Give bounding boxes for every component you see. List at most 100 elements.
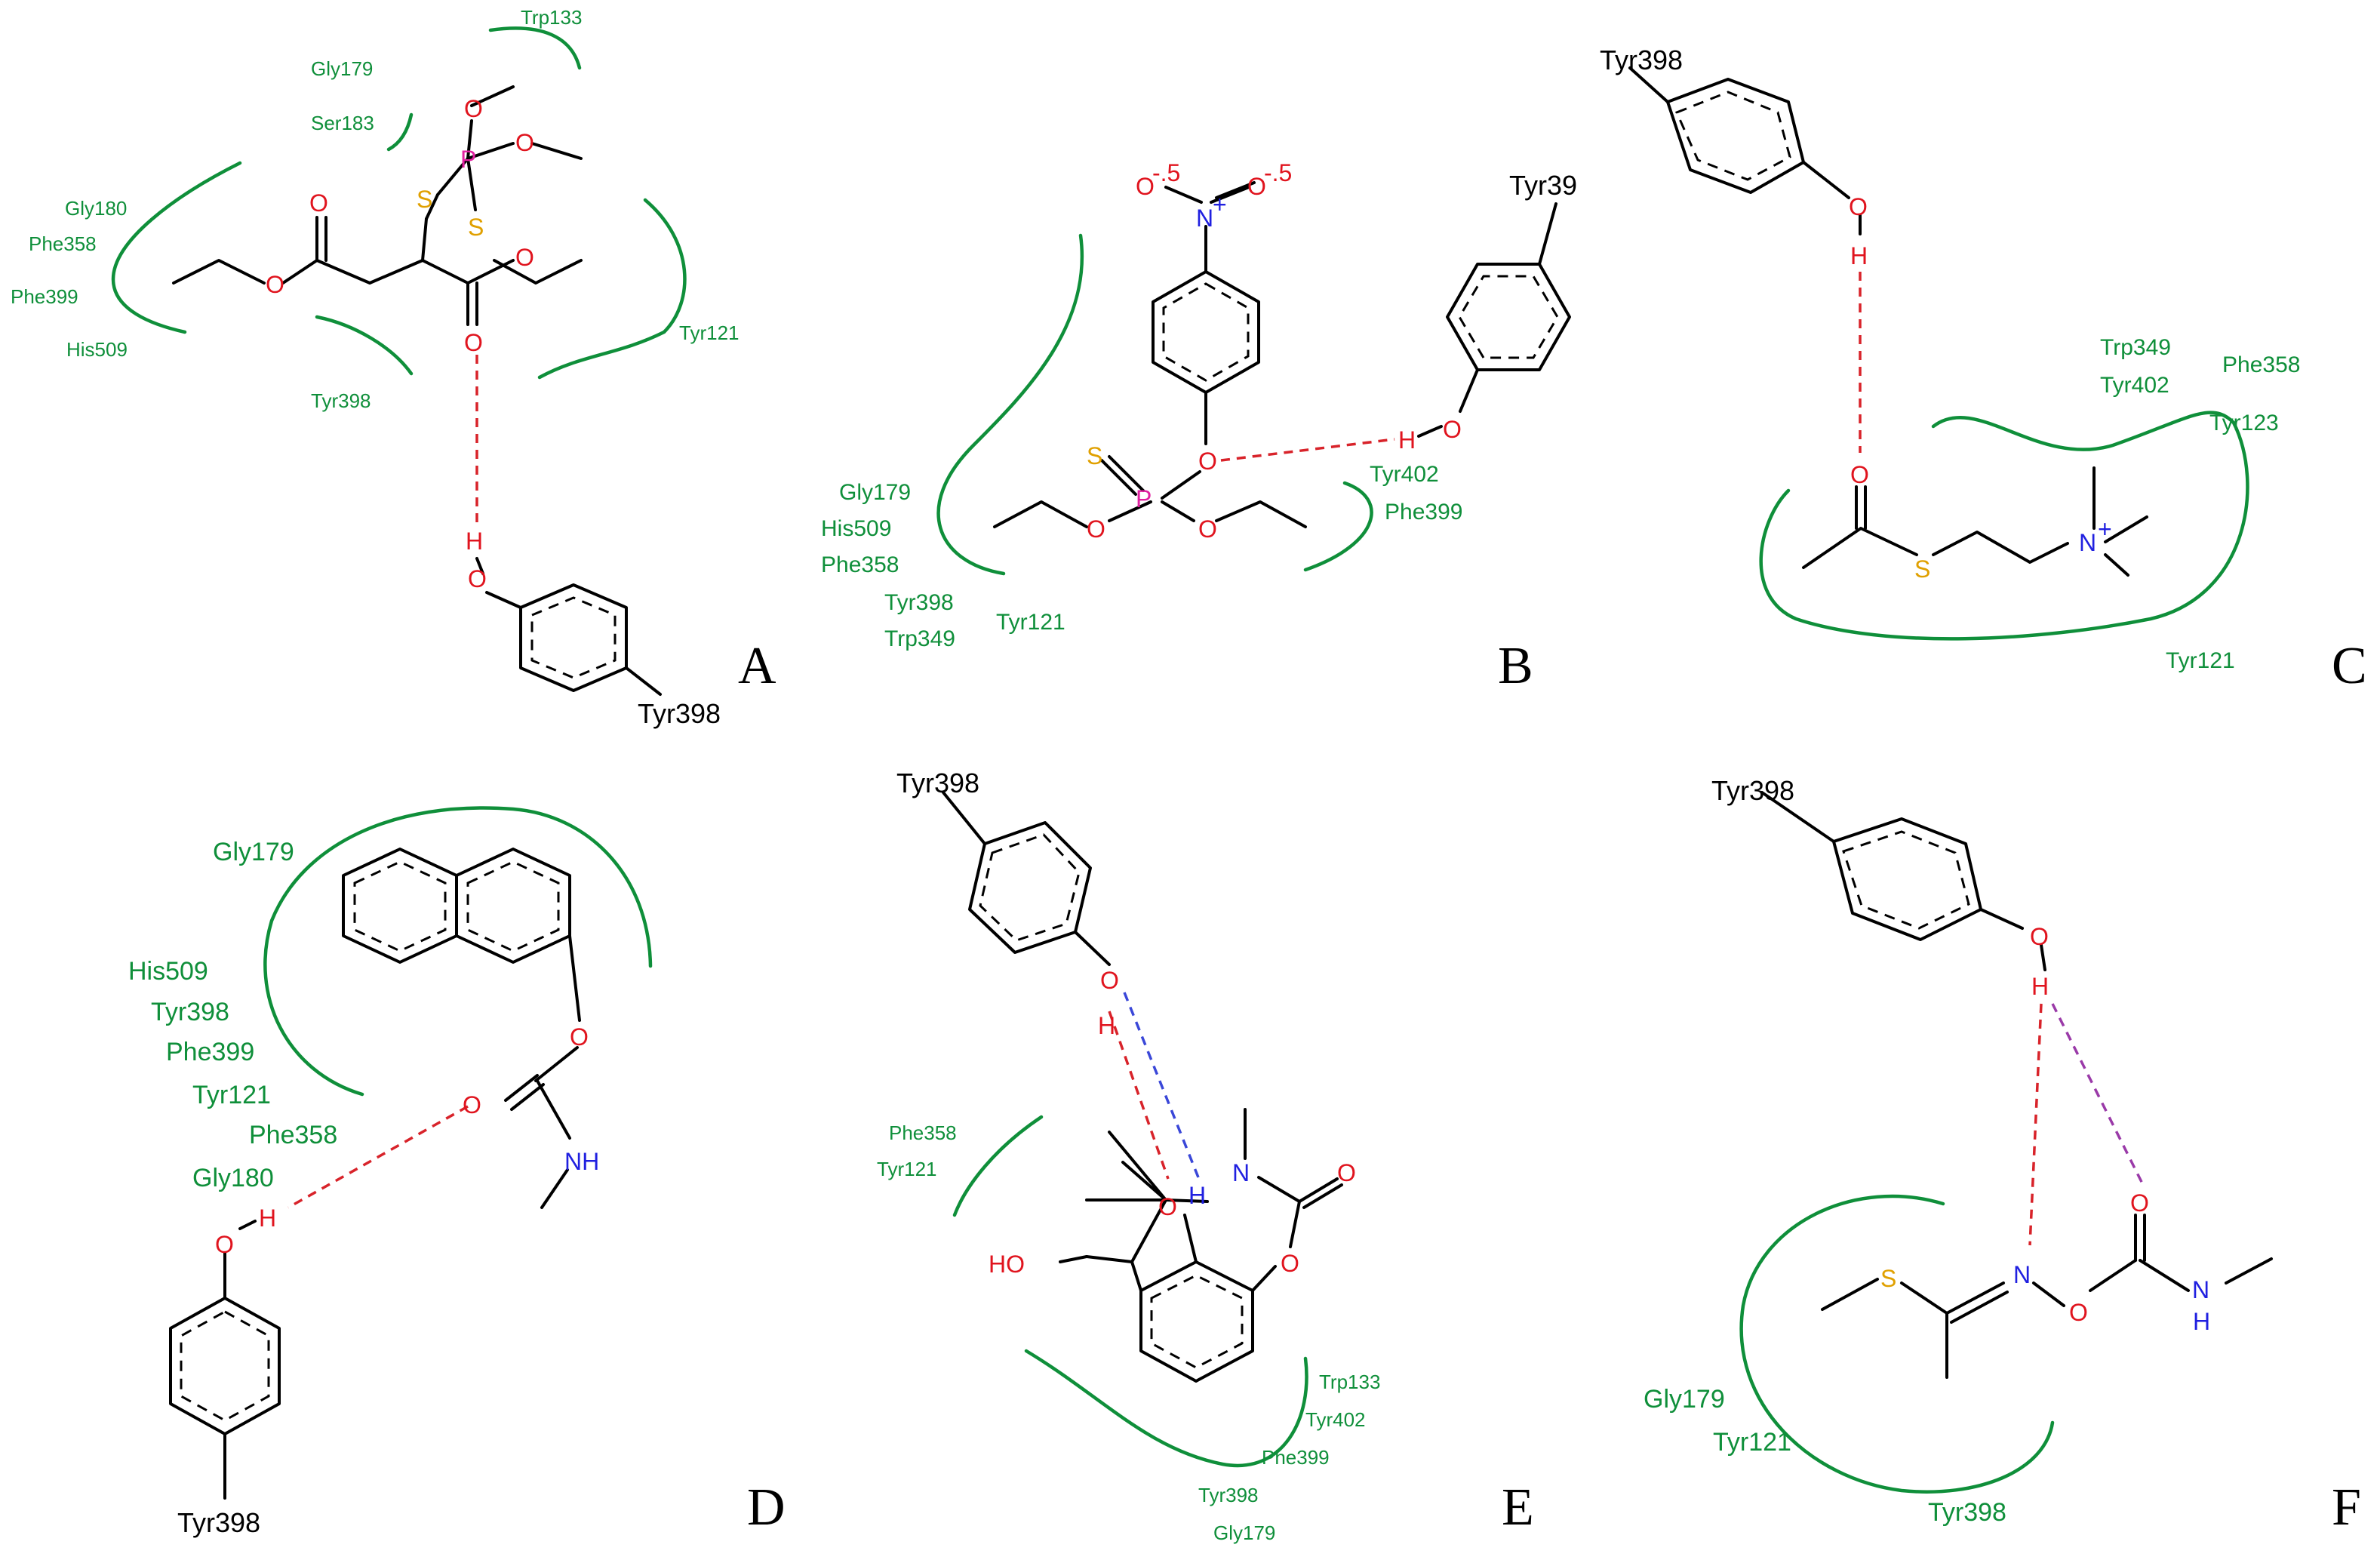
atom-o: O	[215, 1231, 234, 1258]
residue-label: Tyr121	[877, 1158, 937, 1180]
atom-o: O	[1850, 461, 1869, 488]
bond-b	[1161, 500, 1195, 522]
ring-d-naph-a-arom	[466, 860, 560, 952]
atom-o: O	[1281, 1250, 1299, 1277]
atom-o: O	[309, 189, 328, 217]
residue-label: Gly179	[1213, 1521, 1275, 1544]
arc-e-upper	[952, 1115, 1044, 1217]
ring-e-benzo-aromatic	[1150, 1274, 1244, 1369]
residue-label: Trp349	[2100, 335, 2171, 360]
bond-e	[1108, 1131, 1167, 1201]
residue-label: Phe399	[166, 1038, 254, 1066]
ring-a-tyr-aromatic	[530, 596, 617, 679]
atom-o: O	[570, 1023, 589, 1051]
bond-b	[993, 500, 1088, 528]
ring-b-aromatic	[1162, 282, 1250, 382]
panel-f: O H S N O O N H Gly179 Tyr121 Tyr398 Tyr…	[1644, 775, 2361, 1537]
residue-label: Trp133	[521, 6, 582, 29]
atom-n: N	[2079, 529, 2096, 556]
atom-h: H	[2193, 1308, 2210, 1335]
ring-e-benzo	[1139, 1260, 1254, 1383]
atom-s: S	[417, 186, 432, 213]
atom-o: O	[1136, 173, 1155, 200]
panel-letter: C	[2332, 637, 2367, 695]
atom-o: O	[463, 1091, 481, 1118]
bond-a	[466, 142, 515, 160]
arc-f-pocket	[1739, 1194, 2055, 1494]
bond-d	[534, 1046, 579, 1082]
bond-f	[1821, 1278, 1879, 1311]
bond-c	[1628, 66, 1669, 103]
atom-h: H	[1098, 1012, 1115, 1039]
panel-letter: F	[2332, 1478, 2361, 1537]
residue-label: Phe358	[2222, 352, 2300, 377]
arc-b-right	[1303, 481, 1373, 572]
charge: +	[1213, 191, 1227, 218]
bond-e	[1257, 1176, 1301, 1203]
ring-b-tyr-aromatic	[1458, 275, 1559, 359]
ring-e-tyr	[968, 821, 1092, 954]
residue-label: Tyr398	[151, 998, 229, 1026]
bond-e	[1085, 1255, 1133, 1263]
arc-a-ser183	[386, 112, 414, 152]
bond-a	[466, 259, 515, 285]
ring-d-naph-b-arom	[353, 860, 447, 952]
charge: -.5	[1152, 159, 1180, 186]
residue-label: Tyr398	[311, 389, 371, 412]
atom-h: H	[1850, 242, 1868, 269]
residue-label: Phe399	[1262, 1446, 1330, 1469]
anchor-residue: Tyr398	[896, 768, 979, 798]
bond-a	[485, 591, 522, 609]
hbond-d	[288, 1105, 469, 1209]
atom-h: H	[1188, 1182, 1206, 1209]
bond-c	[1932, 531, 2069, 564]
residue-label: Phe358	[821, 552, 899, 577]
residue-label: Trp133	[1319, 1371, 1380, 1393]
atom-o: O	[464, 329, 483, 356]
bond-e	[1183, 1214, 1198, 1263]
bond-a	[436, 157, 469, 196]
residue-label: Tyr121	[679, 322, 740, 344]
bond-d	[504, 1074, 539, 1102]
bond-b	[1210, 186, 1250, 204]
atom-s: S	[1914, 555, 1930, 583]
bond-a	[470, 85, 515, 107]
residue-label: Phe358	[249, 1121, 337, 1149]
bond-e	[1251, 1265, 1277, 1292]
ring-c-tyr-aromatic	[1674, 91, 1791, 181]
anchor-residue: Tyr398	[177, 1507, 260, 1538]
atom-o: O	[2069, 1299, 2088, 1326]
atom-n: N	[1196, 205, 1213, 232]
hbond-b	[1220, 438, 1395, 462]
bond-b	[1538, 202, 1557, 266]
bond-b	[1215, 181, 1256, 199]
atom-o: O	[1100, 967, 1119, 994]
charge: -.5	[1264, 159, 1292, 186]
atom-o: O	[1247, 173, 1266, 200]
residue-label: Gly179	[213, 838, 294, 866]
panel-letter: B	[1498, 637, 1533, 695]
residue-label: Gly179	[311, 57, 373, 80]
bond-c	[2104, 553, 2129, 577]
bond-f	[1760, 791, 1835, 843]
residue-label: Phe399	[11, 285, 78, 308]
residue-label: Tyr121	[996, 610, 1065, 635]
residue-label: Gly179	[1644, 1385, 1725, 1414]
residue-label: His509	[66, 338, 128, 361]
atom-o: O	[2030, 923, 2049, 950]
panel-d: O O NH H O Gly179 His509 Tyr398 Phe399 T…	[128, 806, 786, 1538]
bond-f	[2139, 1259, 2190, 1292]
bond-b	[1164, 186, 1203, 204]
arc-a-trp133	[488, 26, 582, 70]
atom-o: O	[464, 95, 483, 122]
residue-label: Gly179	[839, 480, 911, 505]
residue-label: His509	[821, 516, 891, 541]
residue-label: Tyr402	[2100, 373, 2169, 398]
anchor-residue: Tyr39	[1509, 170, 1577, 201]
panel-a: O O S P O O S O O H O Trp133 Gly179 Ser1…	[11, 6, 776, 729]
bond-a	[466, 119, 473, 160]
bond-f	[2225, 1257, 2273, 1285]
atom-o: O	[1337, 1159, 1356, 1186]
atom-o: O	[1158, 1193, 1177, 1220]
atom-h: H	[466, 528, 483, 555]
